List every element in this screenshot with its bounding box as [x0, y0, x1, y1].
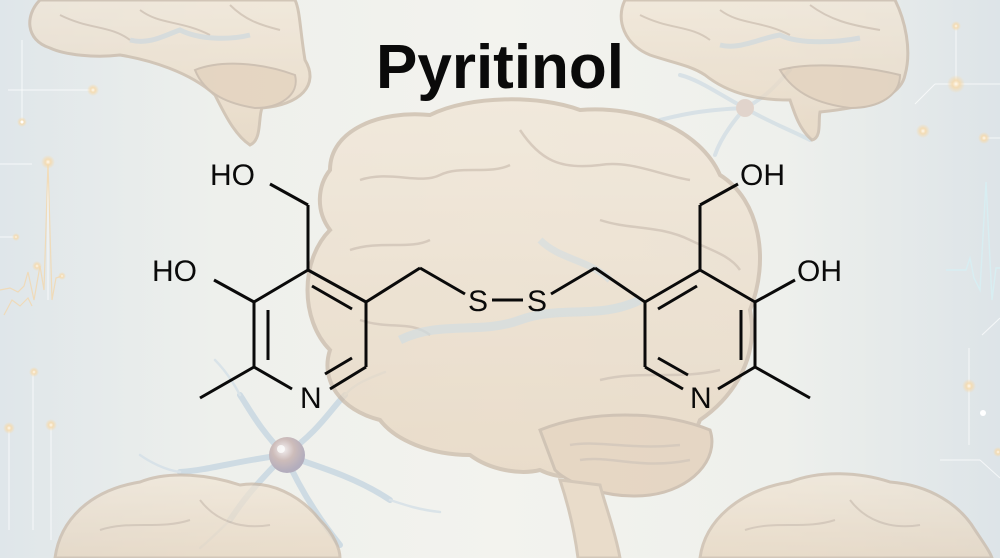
circuit-lines-left [0, 40, 93, 540]
heartbeat-left [0, 161, 63, 316]
atom-label-sulfur-right: S [527, 285, 547, 318]
brain-top-right [619, 0, 910, 142]
atom-label-left-ring-n: N [300, 382, 322, 415]
circuit-lines-right [914, 26, 1000, 479]
glow-dots [3, 21, 1000, 457]
atom-label-left-hydroxymethyl-oh: HO [210, 159, 255, 192]
page-title: Pyritinol [375, 33, 625, 102]
bonds [199, 182, 811, 400]
atom-label-sulfur-left: S [468, 285, 488, 318]
atom-label-right-ring-n: N [690, 382, 712, 415]
brain-top-left [28, 0, 312, 147]
brain-bottom-left [53, 473, 342, 558]
atom-labels: HO HO N S S OH OH N [152, 159, 842, 415]
heartbeat-right [946, 181, 1000, 301]
brain-center [305, 97, 762, 558]
atom-label-left-ring-oh: HO [152, 255, 197, 288]
brain-bottom-right [698, 472, 994, 558]
atom-label-right-ring-oh: OH [797, 255, 842, 288]
atom-label-right-hydroxymethyl-oh: OH [740, 159, 785, 192]
